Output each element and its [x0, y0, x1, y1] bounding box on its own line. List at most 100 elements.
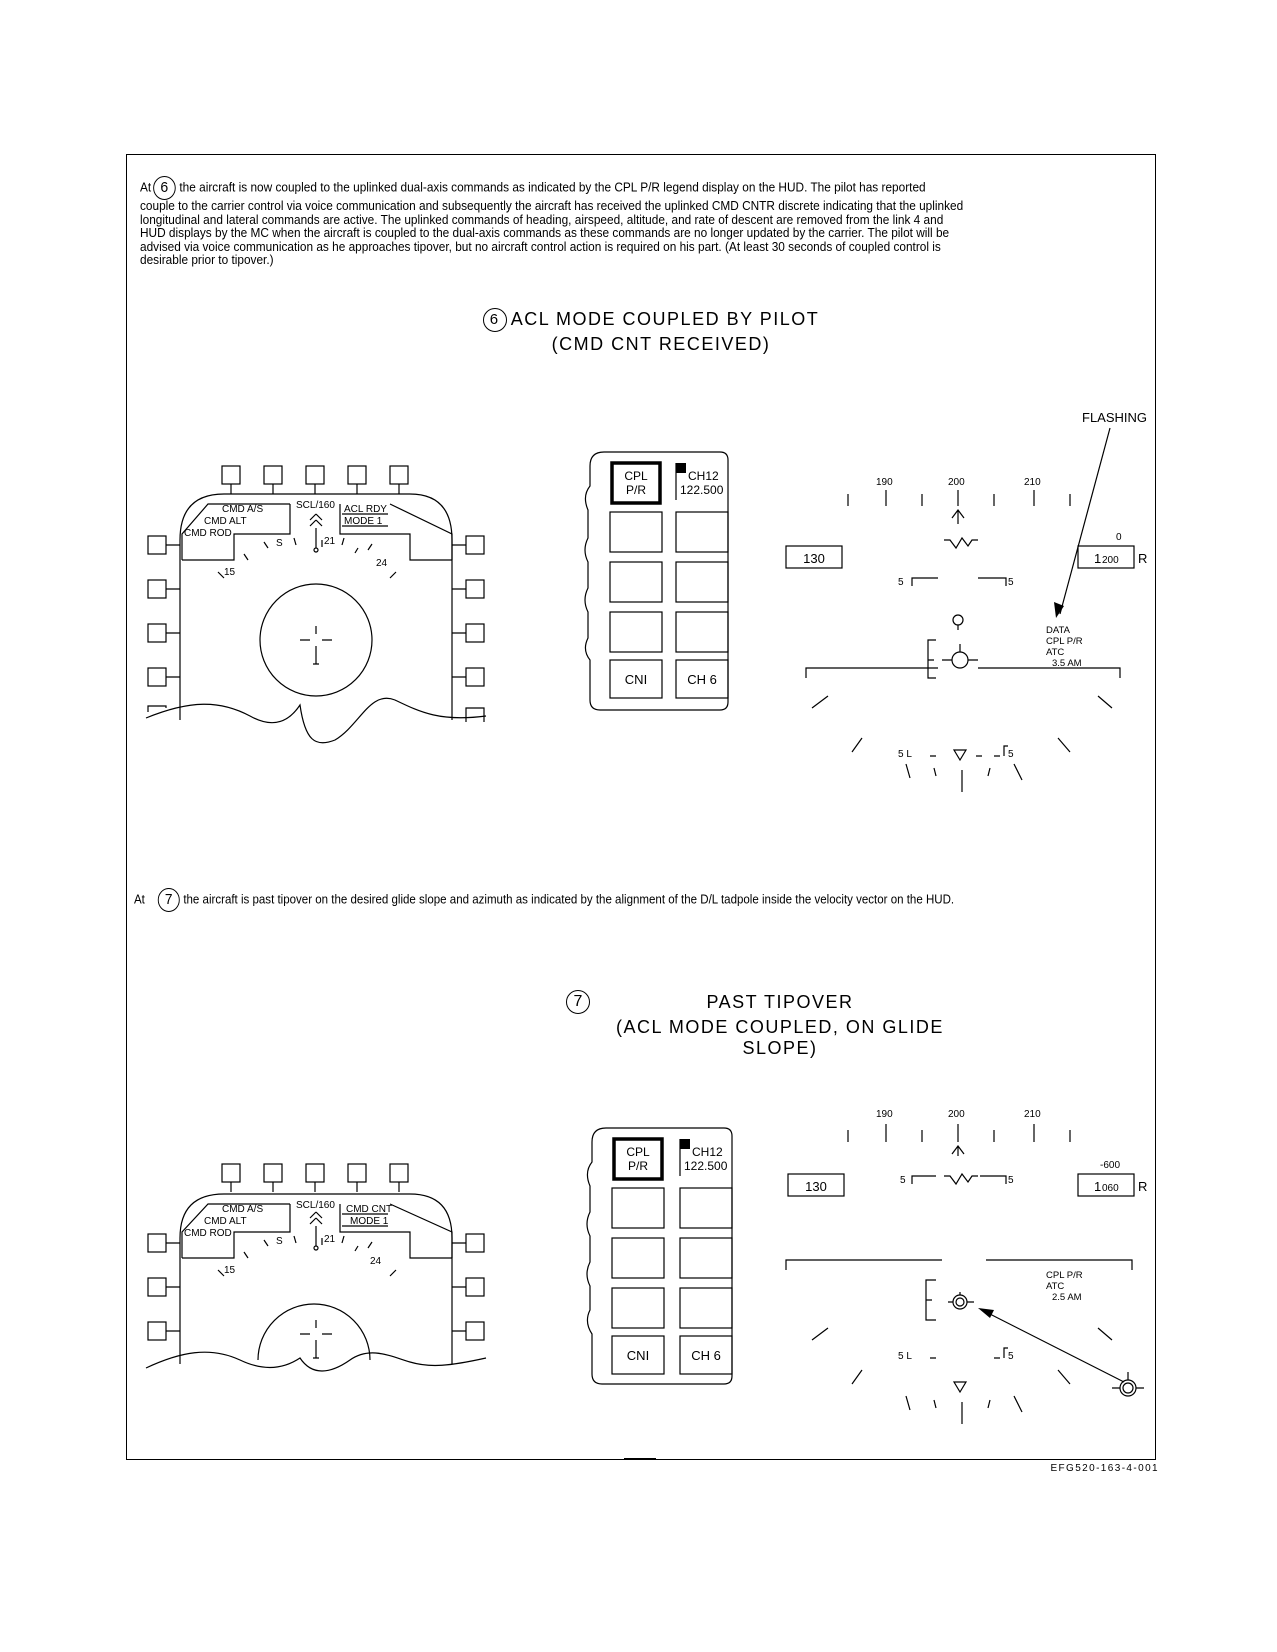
ddi7-status-line1: CMD CNT	[346, 1204, 392, 1215]
step7-lead: At	[134, 892, 145, 907]
ddi-pb-3[interactable]	[305, 465, 325, 485]
ufc-cpl-pr-button[interactable]	[610, 461, 662, 505]
ddi-pb-l3[interactable]	[147, 623, 167, 643]
ddi7-heading-21: 21	[324, 1234, 336, 1245]
hud7-hdg-190: 190	[876, 1109, 893, 1120]
ufc-ch6-button[interactable]	[675, 659, 729, 699]
ddi-radar-circle	[259, 583, 373, 697]
ufc-option-6[interactable]	[675, 611, 729, 653]
step6-line-2: couple to the carrier control via voice …	[140, 199, 964, 213]
ddi7-pb-2[interactable]	[263, 1163, 283, 1183]
step6-number-circle: 6	[153, 176, 176, 200]
ddi-data-box	[181, 503, 453, 561]
ddi7-label-cmd-as: CMD A/S	[222, 1204, 263, 1215]
ddi-label-cmd-rod: CMD ROD	[184, 528, 232, 539]
ddi-pb-l1[interactable]	[147, 535, 167, 555]
ddi7-heading-24: 24	[370, 1256, 382, 1267]
ddi7-label-cmd-rod: CMD ROD	[184, 1228, 232, 1239]
step7-title: PAST TIPOVER (ACL MODE COUPLED, ON GLIDE…	[580, 992, 980, 1059]
ufc7-option-3[interactable]	[611, 1237, 665, 1279]
ufc-cue-indicator	[676, 463, 686, 473]
ddi-pb-2[interactable]	[263, 465, 283, 485]
ddi7-pb-r1[interactable]	[465, 1233, 485, 1253]
ufc7-cni-button[interactable]	[611, 1335, 665, 1375]
ufc7-option-6[interactable]	[679, 1287, 733, 1329]
ufc7-ch6-button[interactable]	[679, 1335, 733, 1375]
ufc-ch6-label: CH 6	[687, 672, 717, 687]
ufc-option-4[interactable]	[675, 561, 729, 603]
ddi-pb-r4[interactable]	[465, 667, 485, 687]
ufc7-option-4[interactable]	[679, 1237, 733, 1279]
ddi-scl-label: SCL/160	[296, 500, 335, 511]
ufc7-option-2[interactable]	[679, 1187, 733, 1229]
ddi-pb-1[interactable]	[221, 465, 241, 485]
hud-alt-minor: 200	[1102, 555, 1119, 566]
ddi-label-cmd-alt: CMD ALT	[204, 516, 247, 527]
hud7-airspeed-box	[787, 1173, 845, 1197]
ufc-cni-button[interactable]	[609, 659, 663, 699]
hud7-horizon-line	[785, 1259, 1133, 1270]
ddi7-pb-4[interactable]	[347, 1163, 367, 1183]
ddi7-screen-outline	[179, 1193, 453, 1364]
ufc-option-1[interactable]	[609, 511, 663, 553]
hud-radar-r: R	[1138, 551, 1147, 566]
step6-hud: FLASHING 190 200 210 130 0 1 200 R 5 5	[785, 410, 1147, 792]
hud-airspeed: 130	[803, 551, 825, 566]
hud-hdg-210: 210	[1024, 477, 1041, 488]
hud-pitch-line-neg5	[930, 745, 1008, 757]
hud-velocity-vector-icon	[951, 651, 969, 669]
step6-title-line1: ACL MODE COUPLED BY PILOT	[510, 308, 820, 329]
ddi-pb-l2[interactable]	[147, 579, 167, 599]
ddi7-pb-r3[interactable]	[465, 1321, 485, 1341]
ddi7-pb-r2[interactable]	[465, 1277, 485, 1297]
hud7-aoa-bracket	[925, 1279, 936, 1321]
ufc7-ch6-label: CH 6	[691, 1348, 721, 1363]
ufc7-pr-label: P/R	[628, 1159, 648, 1173]
ddi-pb-l4[interactable]	[147, 667, 167, 687]
ufc7-cpl-pr-button[interactable]	[612, 1137, 664, 1181]
ddi-status-line1: ACL RDY	[344, 504, 387, 515]
document-code: EFG520-163-4-001	[1050, 1463, 1159, 1474]
ddi7-pb-3[interactable]	[305, 1163, 325, 1183]
ddi-pb-r2[interactable]	[465, 579, 485, 599]
ddi-heading-scale	[217, 513, 397, 579]
hud-pitch-line-5	[911, 577, 1007, 586]
ddi-pb-4[interactable]	[347, 465, 367, 485]
ddi-pb-r3[interactable]	[465, 623, 485, 643]
ddi7-pb-l1[interactable]	[147, 1233, 167, 1253]
ddi7-pb-5[interactable]	[389, 1163, 409, 1183]
hud-pitch-5-right: 5	[1008, 577, 1014, 588]
ddi-pb-l5[interactable]	[147, 705, 167, 712]
ddi-aircraft-cross-icon	[300, 626, 332, 665]
ufc-pr-label: P/R	[626, 483, 646, 497]
hud7-hdg-200: 200	[948, 1109, 965, 1120]
ddi-pb-5[interactable]	[389, 465, 409, 485]
hud-hdg-190: 190	[876, 477, 893, 488]
hud7-pitch-5L: 5 L	[898, 1351, 912, 1362]
ddi7-pb-1[interactable]	[221, 1163, 241, 1183]
ufc7-option-1[interactable]	[611, 1187, 665, 1229]
ddi-pb-r1[interactable]	[465, 535, 485, 555]
ufc-option-2[interactable]	[675, 511, 729, 553]
hud-alt-major: 1	[1094, 551, 1101, 566]
ddi7-pb-l2[interactable]	[147, 1277, 167, 1297]
hud7-vsi: -600	[1100, 1160, 1120, 1171]
ddi-status-line2: MODE 1	[344, 516, 383, 527]
ufc-option-5[interactable]	[609, 611, 663, 653]
hud7-pitch-line-neg5	[930, 1347, 1008, 1359]
ddi-pb-r5[interactable]	[465, 707, 485, 722]
ufc-freq-label: 122.500	[680, 483, 724, 497]
ufc7-ch-label: CH12	[692, 1145, 723, 1159]
ddi7-cut-line	[145, 1351, 487, 1372]
ufc-cpl-label: CPL	[624, 469, 648, 483]
ufc7-cue-indicator	[680, 1139, 690, 1149]
hud-pitch-5L: 5 L	[898, 749, 912, 760]
ufc-option-3[interactable]	[609, 561, 663, 603]
hud7-waterline-icon	[944, 1172, 978, 1186]
ufc7-option-5[interactable]	[611, 1287, 665, 1329]
ddi7-pb-l3[interactable]	[147, 1321, 167, 1341]
hud-flashing-arrow-icon	[1054, 602, 1064, 618]
ddi7-aircraft-cross-icon	[300, 1320, 332, 1359]
